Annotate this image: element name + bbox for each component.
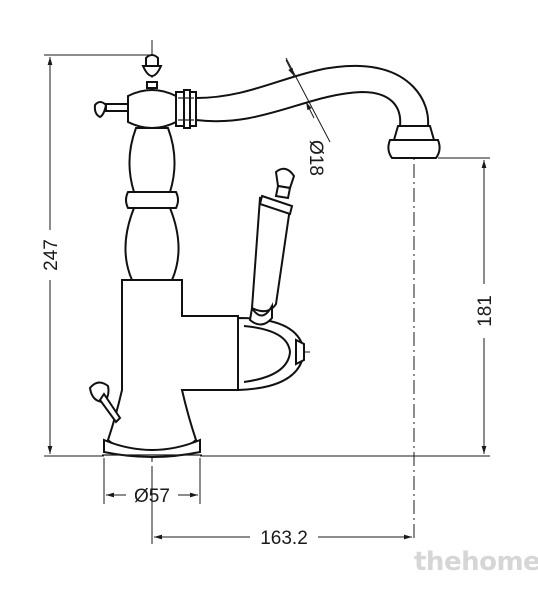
spout-reach-label: 163.2	[260, 528, 308, 549]
spout-height-dimension: 181	[200, 157, 496, 457]
spout	[195, 64, 441, 159]
spout-diameter-label: Ø18	[305, 140, 326, 176]
total-height-dimension: 247	[41, 54, 150, 457]
spout-height-label: 181	[475, 295, 496, 327]
spout-reach-dimension: 163.2	[151, 468, 412, 549]
faucet-body	[93, 54, 239, 458]
watermark-logo: thehome	[414, 547, 538, 577]
popup-rod	[88, 381, 122, 424]
total-height-label: 247	[41, 239, 62, 271]
lever-assembly	[237, 167, 306, 392]
spout-diameter-dimension: Ø18	[285, 57, 331, 176]
